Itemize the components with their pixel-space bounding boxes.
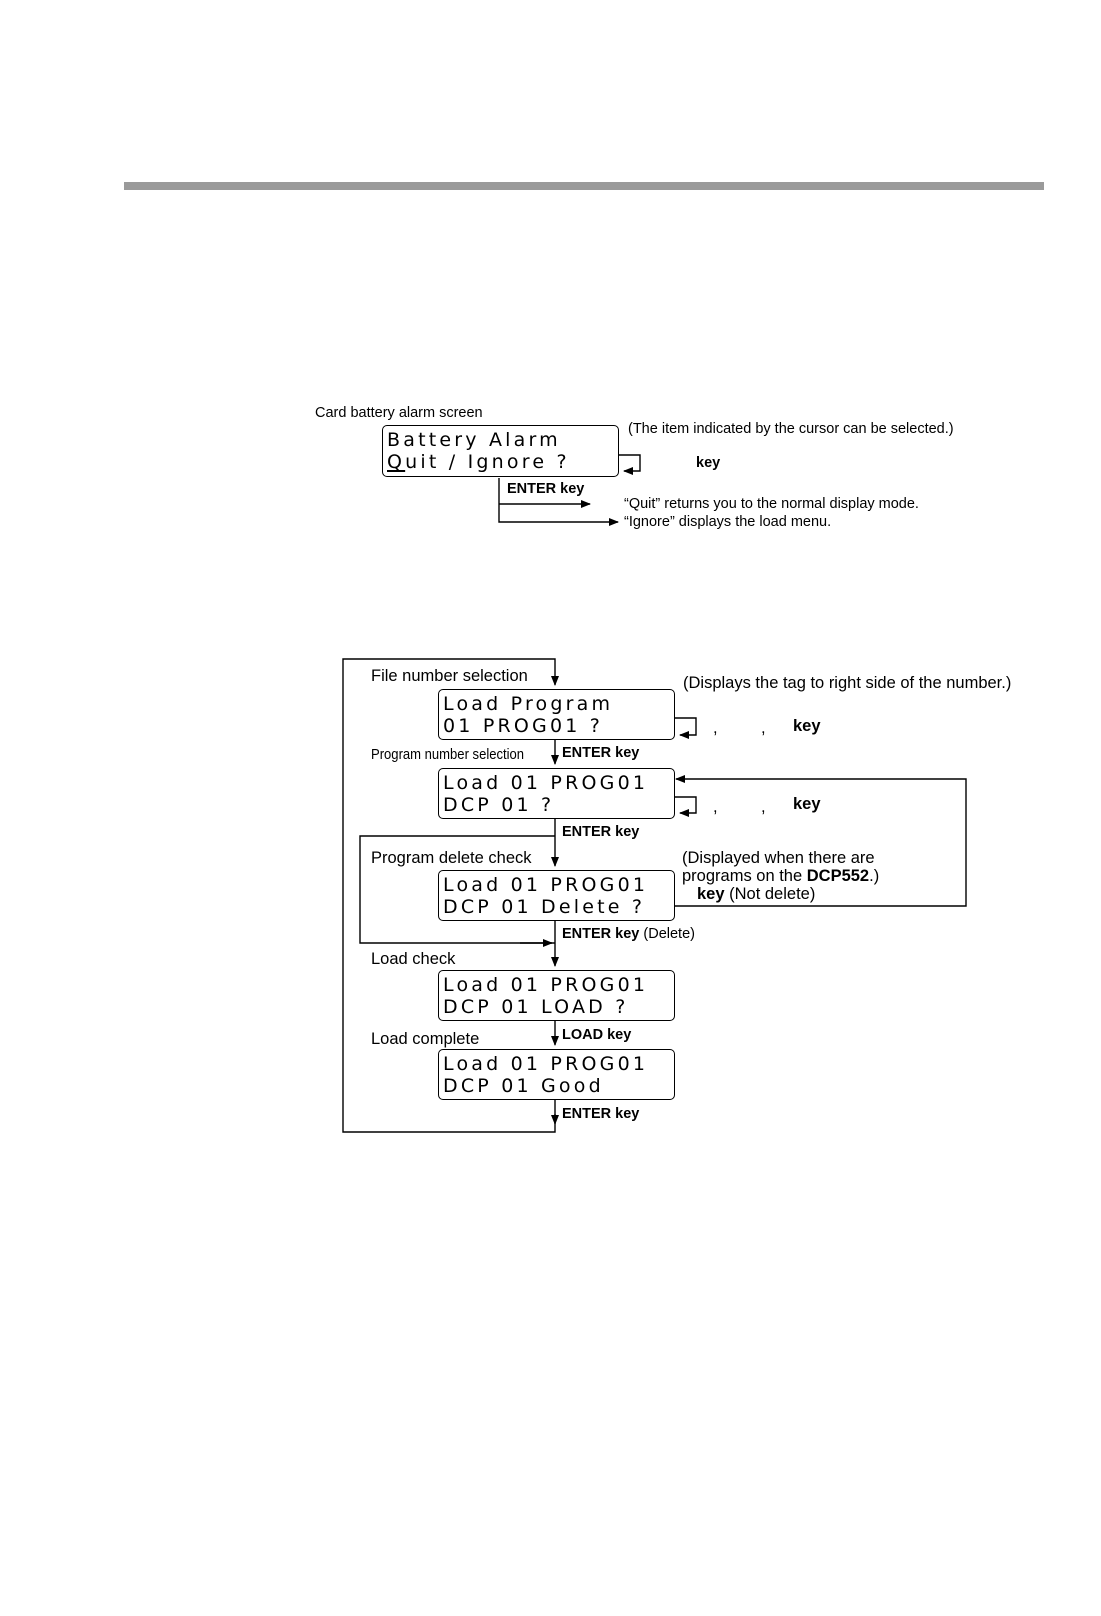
load-complete-label: Load complete <box>371 1030 480 1048</box>
enter-key-final: ENTER key <box>562 1106 640 1122</box>
lcd-line-1: Load 01 PROG01 <box>443 1053 649 1075</box>
lcd-line-2: Quit / Ignore ? <box>387 453 570 472</box>
cursor-note: (The item indicated by the cursor can be… <box>628 421 954 437</box>
file-key-label: key <box>793 717 821 735</box>
lcd-line-1: Load 01 PROG01 <box>443 874 649 896</box>
battery-alarm-lcd: Battery Alarm Quit / Ignore ? <box>382 425 619 477</box>
lcd-line-2: 01 PROG01 ? <box>443 715 604 737</box>
alarm-caption: Card battery alarm screen <box>315 405 483 421</box>
tag-note: (Displays the tag to right side of the n… <box>683 674 1012 692</box>
file-number-label: File number selection <box>371 667 528 685</box>
lcd-line-2: DCP 01 LOAD ? <box>443 996 629 1018</box>
model-name: DCP552 <box>806 867 870 885</box>
alarm-key-label: key <box>696 455 721 471</box>
program-number-label: Program number selection <box>371 747 525 763</box>
displayed-note-1: (Displayed when there are <box>682 849 875 867</box>
not-delete-note: key (Not delete) <box>697 886 815 903</box>
load-check-label: Load check <box>371 950 456 968</box>
enter-text: ENTER key <box>562 926 640 942</box>
key-separator: , <box>713 798 718 816</box>
lcd-line-2: DCP 01 ? <box>443 794 555 816</box>
displayed-note-2: programs on the DCP552.) <box>682 868 879 885</box>
lcd-line-1: Load Program <box>443 693 614 715</box>
program-select-lcd: Load 01 PROG01 DCP 01 ? <box>438 768 675 819</box>
enter-delete-key: ENTER key (Delete) <box>562 927 695 942</box>
key-separator: , <box>761 798 766 816</box>
lcd-line-2: DCP 01 Delete ? <box>443 896 646 918</box>
lcd-line-1: Load 01 PROG01 <box>443 772 649 794</box>
quit-note: “Quit” returns you to the normal display… <box>624 496 919 512</box>
load-check-lcd: Load 01 PROG01 DCP 01 LOAD ? <box>438 970 675 1021</box>
not-delete-text: (Not delete) <box>724 885 816 903</box>
lcd-line-1: Battery Alarm <box>387 429 561 451</box>
enter-key-1: ENTER key <box>562 745 640 761</box>
delete-text: (Delete) <box>639 926 695 942</box>
delete-check-lcd: Load 01 PROG01 DCP 01 Delete ? <box>438 870 675 921</box>
delete-check-label: Program delete check <box>371 849 532 867</box>
key-separator: , <box>713 719 718 737</box>
enter-key-2: ENTER key <box>562 824 640 840</box>
load-complete-lcd: Load 01 PROG01 DCP 01 Good <box>438 1049 675 1100</box>
alarm-enter-key: ENTER key <box>507 481 585 497</box>
key-separator: , <box>761 719 766 737</box>
header-rule <box>124 182 1044 190</box>
lcd-line-1: Load 01 PROG01 <box>443 974 649 996</box>
load-key: LOAD key <box>562 1027 632 1043</box>
ignore-note: “Ignore” displays the load menu. <box>624 514 832 530</box>
cursor-char: Q <box>387 451 406 473</box>
key-text: key <box>697 885 725 903</box>
program-key-label: key <box>793 795 821 813</box>
load-program-lcd: Load Program 01 PROG01 ? <box>438 689 675 740</box>
note-text: programs on the <box>682 867 807 885</box>
note-text: .) <box>869 867 880 885</box>
lcd-line-2: DCP 01 Good <box>443 1075 604 1097</box>
lcd-line-2-rest: uit / Ignore ? <box>405 451 570 473</box>
